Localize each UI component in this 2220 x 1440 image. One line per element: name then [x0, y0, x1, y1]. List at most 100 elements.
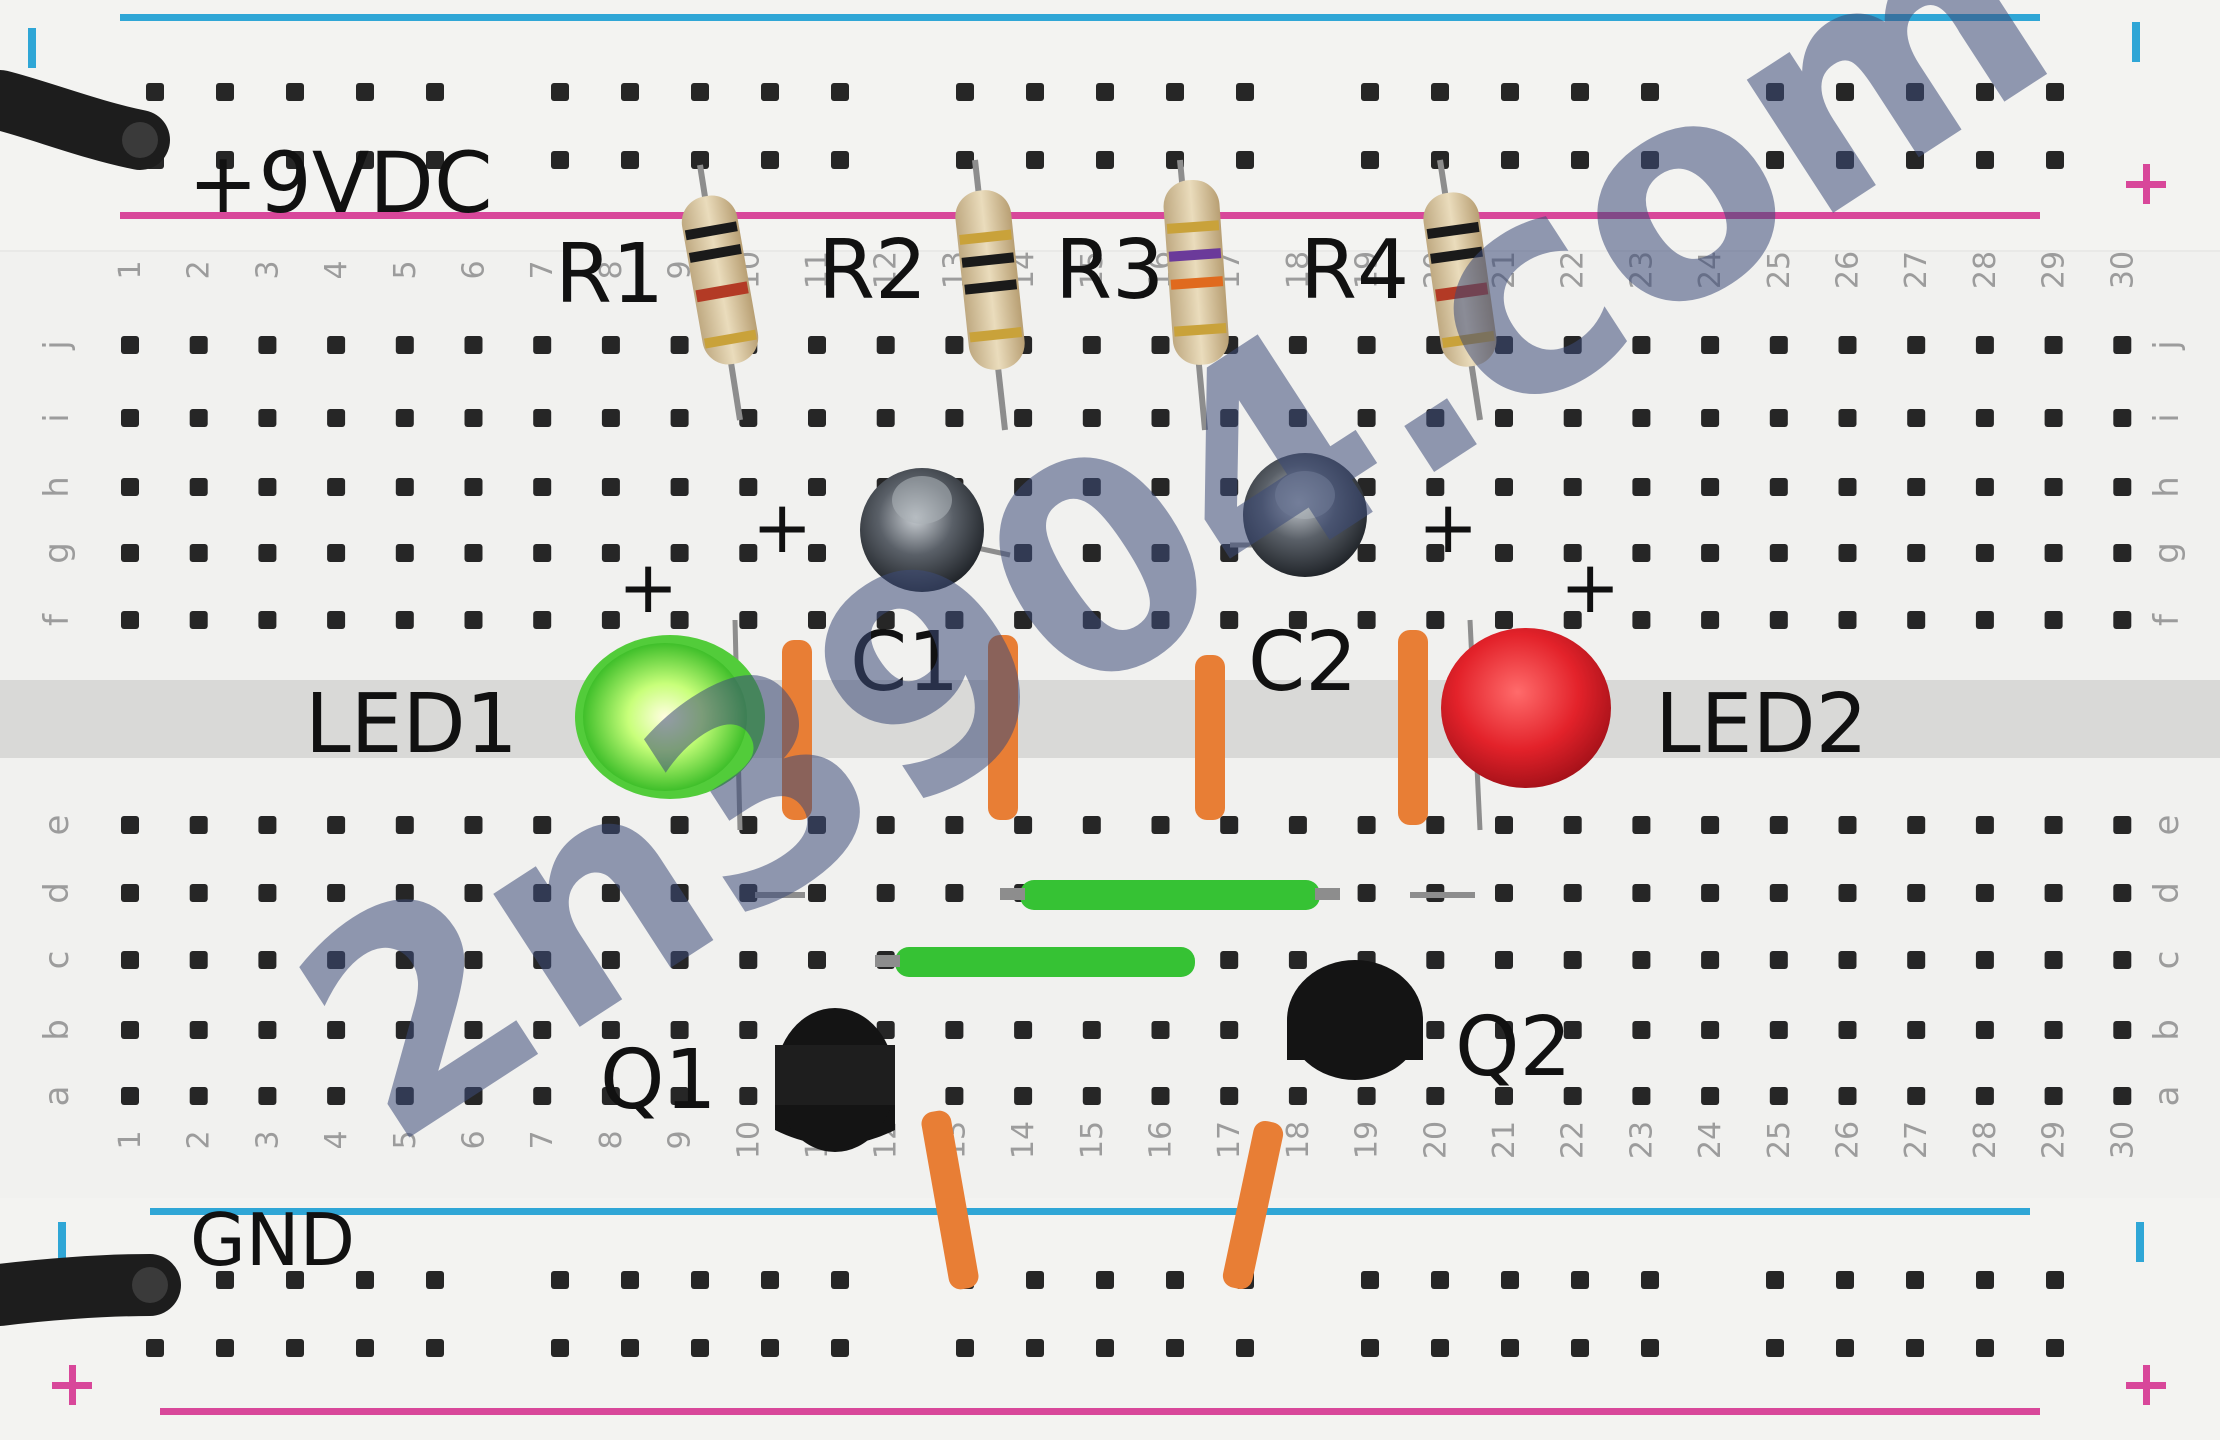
row-letter: g [37, 542, 77, 564]
breadboard-hole [1766, 83, 1784, 101]
breadboard-hole [1906, 1271, 1924, 1289]
column-number-top: 7 [525, 260, 560, 279]
row-letter: j [37, 340, 77, 350]
breadboard-hole [945, 611, 964, 629]
label-r2: R2 [818, 223, 927, 318]
breadboard-hole [395, 409, 414, 427]
breadboard-hole [945, 1021, 964, 1039]
column-number-bottom: 22 [1556, 1121, 1591, 1159]
breadboard-hole [1701, 544, 1720, 562]
breadboard-hole [1151, 1087, 1170, 1105]
breadboard-hole [146, 1339, 164, 1357]
breadboard-hole [551, 1271, 569, 1289]
breadboard-hole [464, 1087, 483, 1105]
breadboard-hole [1907, 611, 1926, 629]
row-letter: i [2147, 413, 2187, 422]
breadboard-hole [1838, 1021, 1857, 1039]
breadboard-hole [808, 336, 826, 354]
breadboard-hole [1220, 611, 1239, 629]
breadboard-hole [601, 884, 620, 902]
breadboard-hole [327, 544, 346, 562]
column-number-bottom: 17 [1212, 1121, 1247, 1159]
row-letter: f [37, 613, 77, 626]
breadboard-hole [1431, 1339, 1449, 1357]
breadboard-hole [1701, 611, 1720, 629]
breadboard-hole [533, 336, 552, 354]
breadboard-hole [2113, 478, 2132, 496]
breadboard-hole [1641, 83, 1659, 101]
breadboard-hole [121, 409, 139, 427]
breadboard-hole [533, 1021, 552, 1039]
breadboard-hole [533, 1087, 552, 1105]
breadboard-hole [1836, 83, 1854, 101]
column-number-bottom: 9 [663, 1130, 698, 1149]
breadboard-hole [1907, 336, 1926, 354]
breadboard-hole [808, 409, 826, 427]
breadboard-hole [808, 544, 826, 562]
breadboard-hole [670, 336, 689, 354]
breadboard-hole [956, 1339, 974, 1357]
breadboard-hole [1501, 1339, 1519, 1357]
breadboard-hole [1014, 1021, 1033, 1039]
breadboard-hole [1426, 409, 1445, 427]
breadboard-hole [1220, 816, 1239, 834]
polarity-plus-c2: + [1418, 485, 1478, 569]
column-number-top: 22 [1556, 251, 1591, 289]
breadboard-hole [1426, 951, 1445, 969]
breadboard-hole [691, 1271, 709, 1289]
breadboard-hole [121, 1087, 139, 1105]
breadboard-hole [1357, 1087, 1376, 1105]
resistor-r1 [681, 164, 759, 421]
breadboard-hole [286, 1271, 304, 1289]
column-number-top: 8 [594, 260, 629, 279]
breadboard-hole [189, 884, 208, 902]
column-number-bottom: 24 [1693, 1121, 1728, 1159]
breadboard-hole [327, 884, 346, 902]
breadboard-hole [258, 611, 277, 629]
breadboard-hole [533, 816, 552, 834]
breadboard-hole [1166, 1339, 1184, 1357]
breadboard-hole [739, 816, 758, 834]
breadboard-hole [216, 1339, 234, 1357]
breadboard-hole [426, 151, 444, 169]
breadboard-hole [1836, 1271, 1854, 1289]
breadboard-hole [121, 478, 139, 496]
breadboard-hole [121, 884, 139, 902]
column-number-bottom: 14 [1006, 1121, 1041, 1159]
breadboard-hole [2044, 1087, 2063, 1105]
breadboard-hole [1082, 816, 1101, 834]
breadboard-hole [1769, 1021, 1788, 1039]
breadboard-hole [551, 151, 569, 169]
breadboard-hole [601, 409, 620, 427]
breadboard-hole [1082, 611, 1101, 629]
breadboard-hole [670, 816, 689, 834]
breadboard-hole [121, 336, 139, 354]
jumper-wire-orange [782, 640, 812, 820]
column-number-top: 6 [457, 260, 492, 279]
breadboard-hole [621, 1271, 639, 1289]
breadboard-hole [739, 478, 758, 496]
breadboard-hole [1769, 478, 1788, 496]
breadboard-hole [945, 336, 964, 354]
center-channel [0, 680, 2220, 758]
breadboard-hole [395, 336, 414, 354]
label-q2: Q2 [1455, 1000, 1572, 1095]
breadboard-hole [1907, 816, 1926, 834]
rail-plus-symbol [2126, 164, 2166, 204]
breadboard-hole [464, 611, 483, 629]
breadboard-hole [1166, 1271, 1184, 1289]
breadboard-hole [1975, 951, 1994, 969]
row-letter: g [2147, 542, 2187, 564]
led1-green [575, 619, 765, 831]
rail-minus-symbol [58, 1222, 66, 1262]
breadboard-hole [1641, 151, 1659, 169]
column-number-top: 11 [800, 251, 835, 289]
breadboard-hole [945, 409, 964, 427]
row-letter: h [2147, 476, 2187, 498]
breadboard-hole [1096, 151, 1114, 169]
breadboard-hole [395, 544, 414, 562]
breadboard-hole [1014, 611, 1033, 629]
breadboard-hole [1014, 478, 1033, 496]
rail-stripe-blue-top [120, 14, 2040, 21]
breadboard-hole [395, 884, 414, 902]
